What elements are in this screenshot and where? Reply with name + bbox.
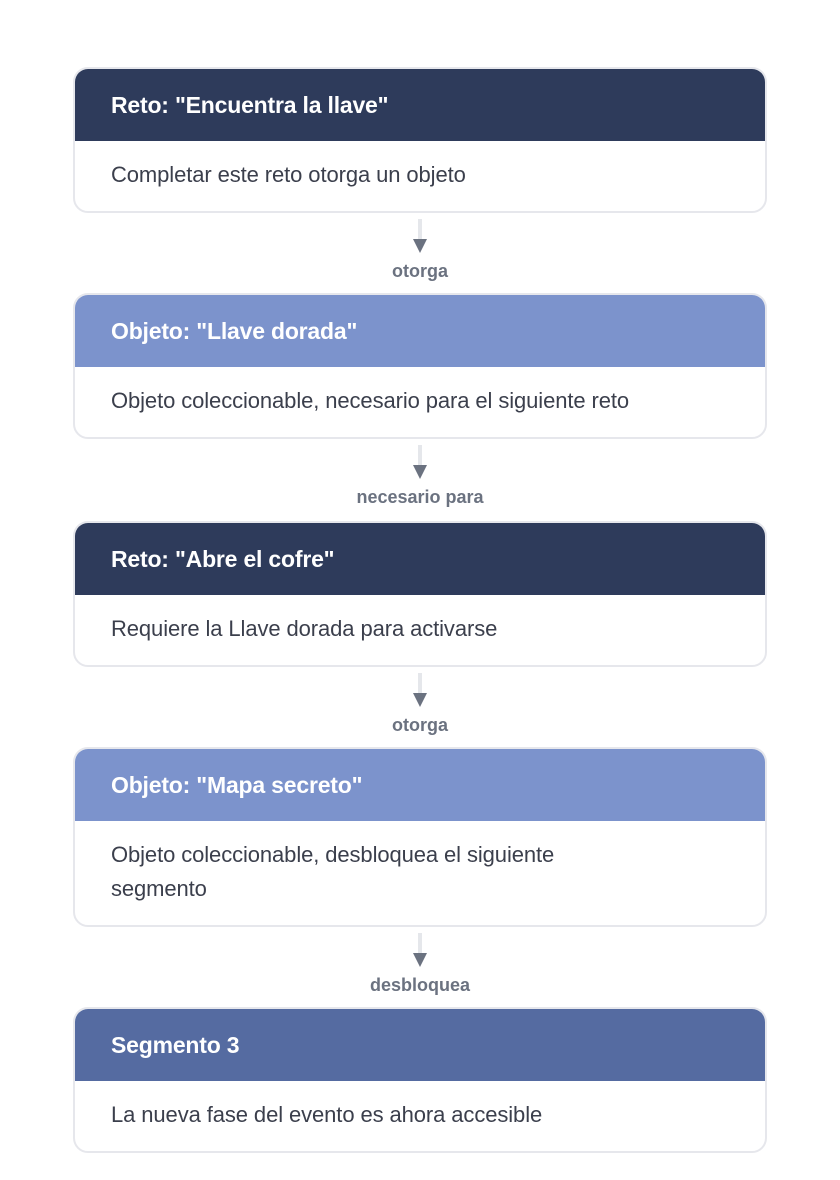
node-object-secret-map: Objeto: "Mapa secreto" Objeto colecciona… xyxy=(73,747,767,927)
node-title: Segmento 3 xyxy=(75,1009,765,1081)
edge-label: otorga xyxy=(392,715,448,735)
edge-connector: necesario para xyxy=(73,439,767,521)
node-description: La nueva fase del evento es ahora accesi… xyxy=(111,1102,543,1127)
node-description: Requiere la Llave dorada para activarse xyxy=(111,616,498,641)
flow-diagram: Reto: "Encuentra la llave" Completar est… xyxy=(73,67,767,1153)
node-title: Objeto: "Llave dorada" xyxy=(75,295,765,367)
node-title: Objeto: "Mapa secreto" xyxy=(75,749,765,821)
arrow-down-icon xyxy=(413,693,427,707)
arrow-down-icon xyxy=(413,465,427,479)
edge-connector: desbloquea xyxy=(73,927,767,1007)
edge-label: necesario para xyxy=(356,487,484,507)
node-description: Completar este reto otorga un objeto xyxy=(111,162,466,187)
arrow-down-icon xyxy=(413,239,427,253)
edge-connector: otorga xyxy=(73,213,767,293)
node-title: Reto: "Encuentra la llave" xyxy=(75,69,765,141)
edge-label: otorga xyxy=(392,261,448,281)
node-description: Objeto coleccionable, desbloquea el sigu… xyxy=(111,842,555,901)
node-challenge-open-chest: Reto: "Abre el cofre" Requiere la Llave … xyxy=(73,521,767,667)
connector-line xyxy=(418,673,422,695)
edge-label: desbloquea xyxy=(369,975,471,995)
node-challenge-find-key: Reto: "Encuentra la llave" Completar est… xyxy=(73,67,767,213)
arrow-down-icon xyxy=(413,953,427,967)
connector-line xyxy=(418,933,422,955)
node-segment-3: Segmento 3 La nueva fase del evento es a… xyxy=(73,1007,767,1153)
connector-line xyxy=(418,445,422,467)
node-description: Objeto coleccionable, necesario para el … xyxy=(111,388,630,413)
node-object-golden-key: Objeto: "Llave dorada" Objeto colecciona… xyxy=(73,293,767,439)
edge-connector: otorga xyxy=(73,667,767,747)
node-title: Reto: "Abre el cofre" xyxy=(75,523,765,595)
connector-line xyxy=(418,219,422,241)
